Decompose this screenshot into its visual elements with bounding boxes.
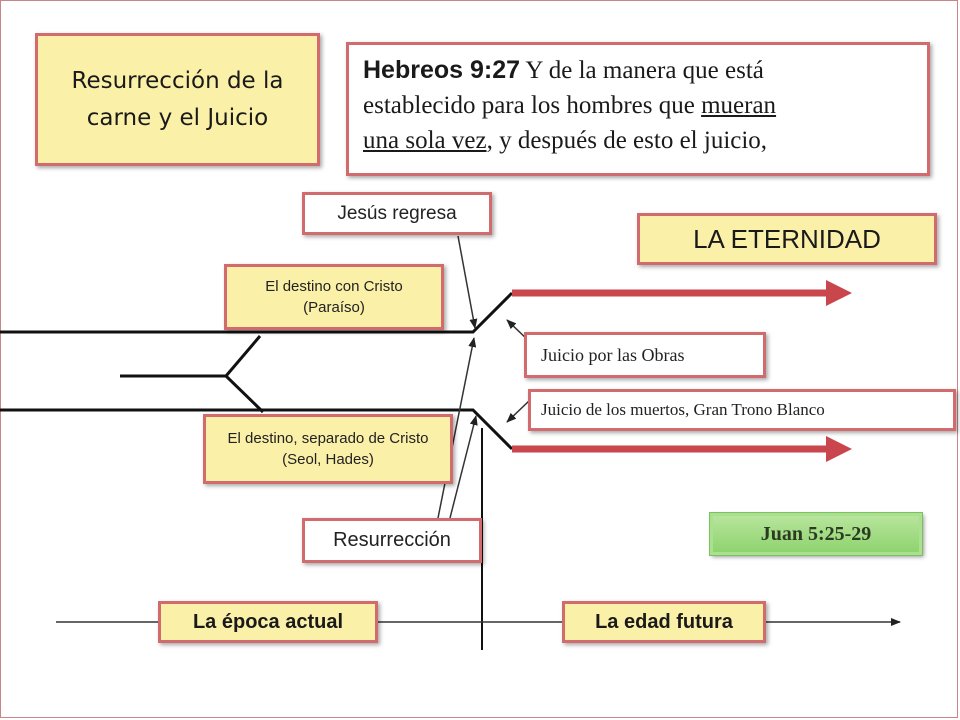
eternity-label: LA ETERNIDAD (637, 213, 937, 265)
fork-upper (224, 335, 262, 377)
judgment-works-label: Juicio por las Obras (524, 332, 766, 378)
pointer-resurrection-1 (437, 337, 477, 519)
john-reference-badge: Juan 5:25-29 (709, 512, 923, 556)
pointer-resurrection-2 (449, 415, 478, 519)
jesus-returns-label: Jesús regresa (302, 192, 492, 235)
path-separated (0, 408, 514, 451)
destiny-christ-label: El destino con Cristo (Paraíso) (224, 264, 444, 330)
destiny-separated-label: El destino, separado de Cristo (Seol, Ha… (203, 414, 453, 484)
resurrection-label: Resurrección (302, 518, 482, 563)
pointer-jesus (457, 235, 478, 329)
pointer-dead (506, 399, 531, 423)
judgment-dead-label: Juicio de los muertos, Gran Trono Blanco (528, 389, 956, 431)
present-age-label: La época actual (158, 601, 378, 643)
future-age-label: La edad futura (562, 601, 766, 643)
path-with-christ (0, 291, 514, 334)
verse-reference: Hebreos 9:27 (363, 56, 521, 84)
fork-lower (224, 374, 265, 414)
